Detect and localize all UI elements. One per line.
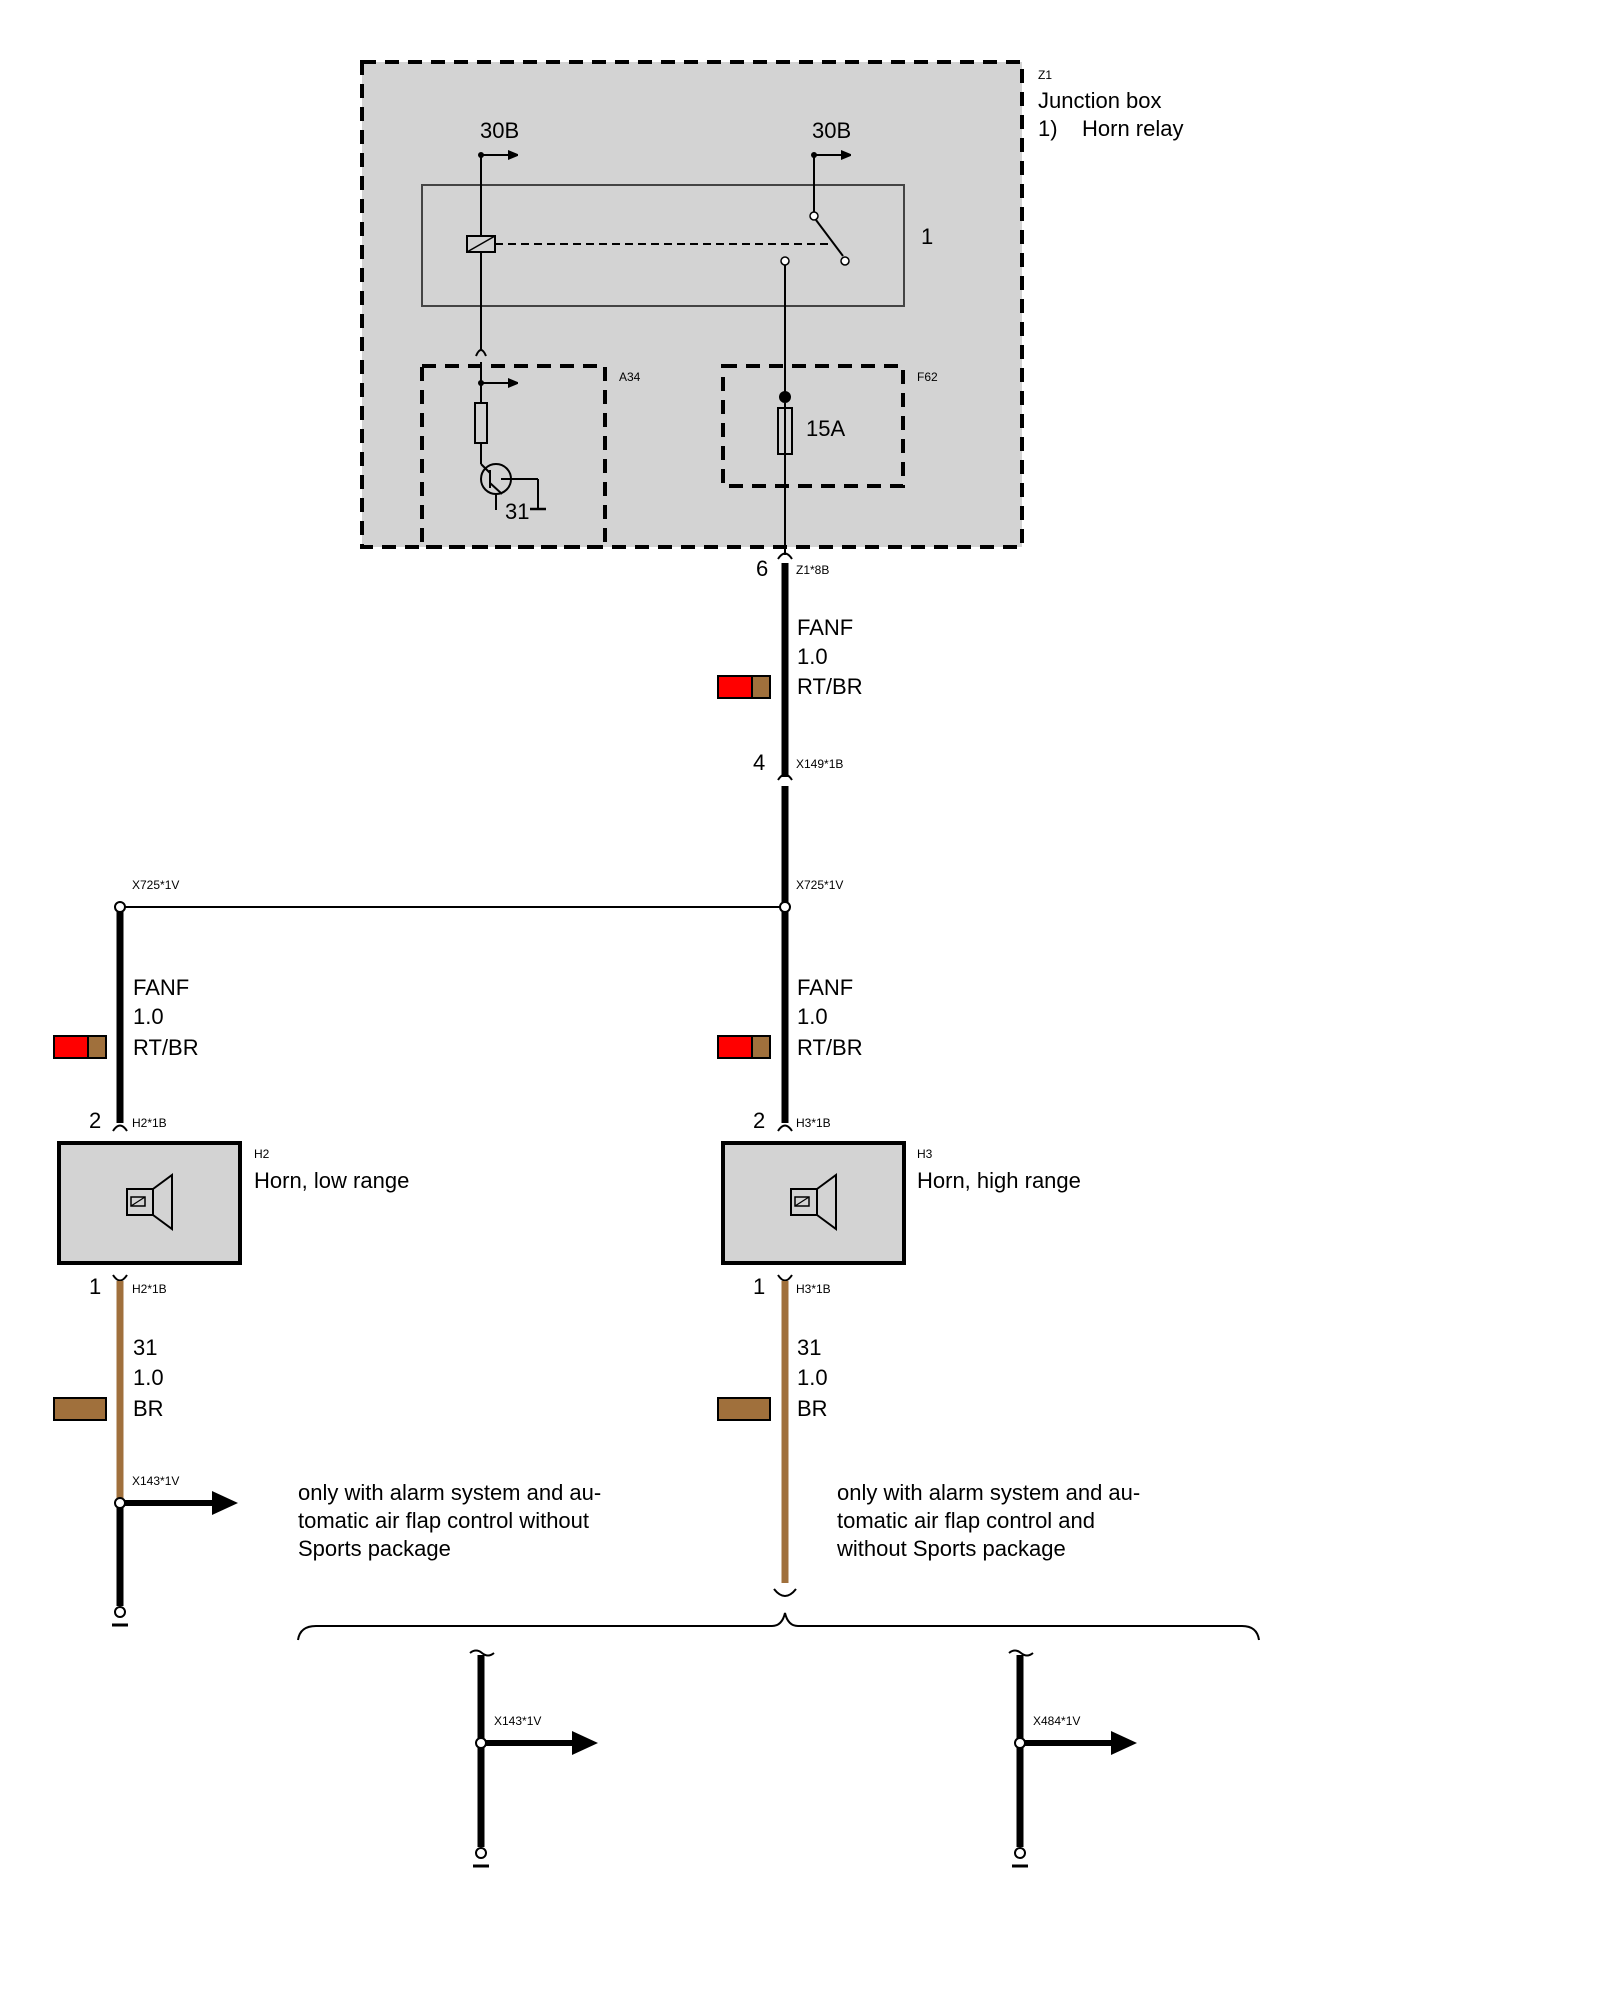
right-note-line3: without Sports package [836, 1536, 1066, 1561]
ground-right-name: 31 [797, 1335, 821, 1360]
horn-h3-ref-bottom: H3*1B [796, 1282, 831, 1296]
horn-h3-id: H3 [917, 1147, 933, 1161]
wire-right-swatch-brown [751, 1035, 771, 1059]
wire-top-swatch-brown [751, 675, 771, 699]
ground-label-right: 31 1.0 BR [717, 1335, 828, 1421]
horn-h3-box [721, 1141, 906, 1265]
ground-left-swatch [53, 1397, 107, 1421]
relay-ref: 1 [921, 224, 933, 249]
fuse-f62: F62 15A [721, 364, 938, 555]
horn-h3: 2 H3*1B H3 Horn, high range 1 H3*1B [721, 1108, 1081, 1299]
module-a34-id: A34 [619, 370, 641, 384]
wire-label-top: FANF 1.0 RT/BR [717, 615, 863, 699]
wire-top-color: RT/BR [797, 674, 863, 699]
horn-h3-pin-bottom: 1 [753, 1274, 765, 1299]
option-x143-ref: X143*1V [494, 1714, 541, 1728]
module-a34: A34 31 [420, 362, 641, 549]
horn-h2-ref-bottom: H2*1B [132, 1282, 167, 1296]
wire-left-swatch-brown [87, 1035, 107, 1059]
horn-h3-name: Horn, high range [917, 1168, 1081, 1193]
horn-h2-name: Horn, low range [254, 1168, 409, 1193]
ground-left-size: 1.0 [133, 1365, 164, 1390]
wire-right-color: RT/BR [797, 1035, 863, 1060]
left-note-line3: Sports package [298, 1536, 451, 1561]
fuse-f62-id: F62 [917, 370, 938, 384]
splice-node-right [779, 901, 791, 913]
wire-label-left: FANF 1.0 RT/BR [53, 975, 199, 1060]
connector-x149-ref: X149*1B [796, 757, 843, 771]
wire-top-size: 1.0 [797, 644, 828, 669]
left-branch-node [114, 1497, 126, 1509]
junction-box-id: Z1 [1038, 68, 1052, 82]
option-x143-node [475, 1737, 487, 1749]
option-x143: X143*1V [469, 1649, 598, 1868]
option-x143-arrow [572, 1731, 598, 1755]
wire-right-size: 1.0 [797, 1004, 828, 1029]
ground-label-left: 31 1.0 BR [53, 1335, 164, 1421]
right-note: only with alarm system and au- tomatic a… [836, 1480, 1140, 1561]
wire-top-swatch-red [717, 675, 753, 699]
connector-z1-pin: 6 [756, 556, 768, 581]
wire-label-right: FANF 1.0 RT/BR [717, 975, 863, 1060]
wire-left-swatch-red [53, 1035, 89, 1059]
right-note-line1: only with alarm system and au- [837, 1480, 1140, 1505]
wire-left-size: 1.0 [133, 1004, 164, 1029]
left-note-line2: tomatic air flap control without [298, 1508, 589, 1533]
option-brace [297, 1612, 1260, 1641]
junction-box-note-text: Horn relay [1082, 116, 1183, 141]
connector-z1-ref: Z1*8B [796, 563, 829, 577]
feed-label-right: 30B [812, 118, 851, 143]
speaker-icon [126, 1173, 173, 1231]
splice-x725: X725*1V X725*1V [114, 878, 843, 913]
wire-right-name: FANF [797, 975, 853, 1000]
splice-left-ref: X725*1V [132, 878, 179, 892]
connector-z1: 6 Z1*8B [756, 552, 829, 581]
right-note-line2: tomatic air flap control and [837, 1508, 1095, 1533]
option-x484: X484*1V [1008, 1649, 1137, 1868]
wire-right-swatch-red [717, 1035, 753, 1059]
horn-h2-pin-bottom: 1 [89, 1274, 101, 1299]
a34-ground-label: 31 [505, 499, 529, 524]
option-x484-ref: X484*1V [1033, 1714, 1080, 1728]
ground-left-name: 31 [133, 1335, 157, 1360]
ground-right-swatch [717, 1397, 771, 1421]
splice-right-ref: X725*1V [796, 878, 843, 892]
feed-label-left: 30B [480, 118, 519, 143]
horn-h2: 2 H2*1B H2 Horn, low range 1 H2*1B [57, 1108, 409, 1299]
horn-h3-pin-top: 2 [753, 1108, 765, 1133]
splice-node-left [114, 901, 126, 913]
horn-h2-box [57, 1141, 242, 1265]
horn-h2-ref-top: H2*1B [132, 1116, 167, 1130]
wire-break-symbol [773, 1588, 797, 1597]
horn-relay: 1 30B 30B [421, 118, 933, 393]
horn-h2-pin-top: 2 [89, 1108, 101, 1133]
option-x484-arrow [1111, 1731, 1137, 1755]
wire-left-color: RT/BR [133, 1035, 199, 1060]
wire-left-name: FANF [133, 975, 189, 1000]
junction-box-note-number: 1) [1038, 116, 1058, 141]
relay-switch [815, 219, 844, 257]
left-branch-ref: X143*1V [132, 1474, 179, 1488]
left-ground-branch: X143*1V only with alarm system and au- t… [112, 1474, 601, 1627]
horn-h3-ref-top: H3*1B [796, 1116, 831, 1130]
wire-top-name: FANF [797, 615, 853, 640]
left-note-line1: only with alarm system and au- [298, 1480, 601, 1505]
junction-box-z1: Z1 Junction box 1) Horn relay [360, 60, 1183, 549]
ground-right-size: 1.0 [797, 1365, 828, 1390]
horn-h2-id: H2 [254, 1147, 270, 1161]
option-x484-node [1014, 1737, 1026, 1749]
fuse-rating: 15A [806, 416, 845, 441]
ground-left-color: BR [133, 1396, 164, 1421]
connector-x149: 4 X149*1B [753, 750, 843, 781]
connector-x149-pin: 4 [753, 750, 765, 775]
left-branch-arrow [212, 1491, 238, 1515]
junction-box-title: Junction box [1038, 88, 1162, 113]
speaker-icon [790, 1173, 837, 1231]
ground-right-color: BR [797, 1396, 828, 1421]
